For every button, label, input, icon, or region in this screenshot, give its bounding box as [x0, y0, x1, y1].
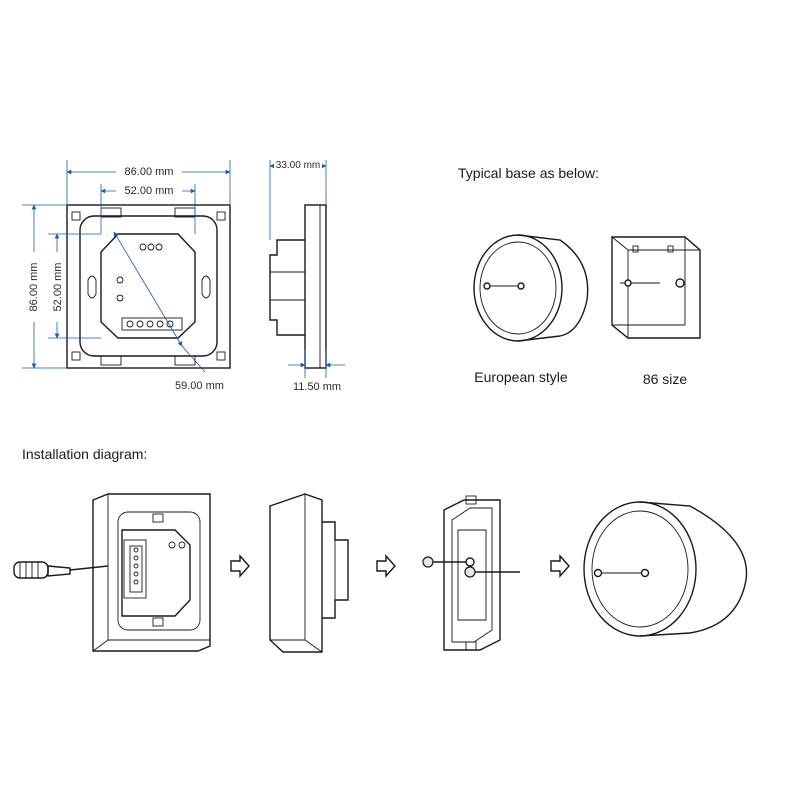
- side-view: 33.00 mm 11.50 mm: [269, 158, 345, 393]
- size86-label: 86 size: [643, 371, 688, 387]
- front-inner-frame: [79, 215, 218, 357]
- inner-width-label: 52.00 mm: [125, 185, 174, 197]
- install-step-open-panel: [13, 493, 211, 652]
- corner-mark: [71, 211, 81, 221]
- bottom-notch-left: [100, 355, 122, 366]
- keyhole-left: [87, 275, 97, 299]
- inner-height-label: 52.00 mm: [52, 263, 64, 312]
- hole-spacing-label: 59.00 mm: [175, 380, 224, 392]
- front-view: [66, 204, 231, 373]
- side-panel: [304, 204, 327, 369]
- install-step-panel-side: [269, 493, 349, 653]
- corner-mark: [216, 211, 226, 221]
- front-width-label: 86.00 mm: [125, 166, 174, 178]
- screwdriver-icon: [13, 561, 109, 579]
- front-height-label: 86.00 mm: [28, 263, 40, 312]
- keyhole-right: [201, 275, 211, 299]
- step-arrow-icon: [230, 554, 250, 578]
- front-outer-frame: [66, 204, 231, 369]
- size86-base: 86 size: [611, 236, 701, 387]
- european-style-label: European style: [474, 369, 568, 385]
- front-dimensions: 86.00 mm 52.00 mm 86.00 mm 52.00 mm 59.0…: [22, 160, 231, 392]
- bases-heading: Typical base as below:: [458, 165, 599, 181]
- step-arrow-icon: [376, 554, 396, 578]
- side-module: [269, 239, 305, 336]
- panel-thickness-label: 11.50 mm: [293, 381, 341, 393]
- install-step-mounting-frame: [422, 495, 520, 651]
- step-arrow-icon: [550, 554, 570, 578]
- side-depth-label: 33.00 mm: [276, 160, 320, 171]
- corner-mark: [71, 351, 81, 361]
- installation-heading: Installation diagram:: [22, 446, 147, 462]
- hole-spacing-line: [113, 231, 183, 347]
- corner-mark: [216, 351, 226, 361]
- install-step-round-box: [583, 501, 748, 637]
- european-base: European style: [473, 234, 589, 385]
